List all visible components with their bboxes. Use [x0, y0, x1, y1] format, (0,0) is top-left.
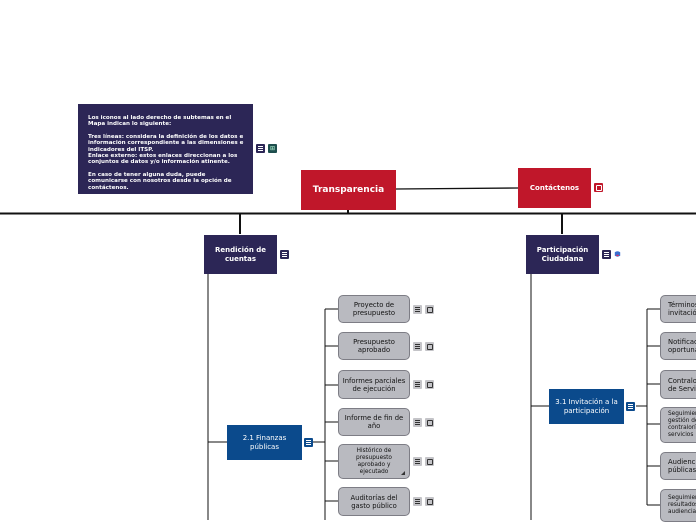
notes-icon[interactable]	[413, 497, 422, 506]
external-link-icon[interactable]	[425, 380, 434, 389]
leaf-seguimiento-contraloria[interactable]: Seguimiento de gestión de contraloría de…	[660, 407, 696, 443]
data-table-icon[interactable]: ⊞	[268, 144, 277, 153]
external-link-icon[interactable]	[425, 457, 434, 466]
leaf-notificacion-oportuna[interactable]: Notificación oportuna	[660, 332, 696, 360]
external-link-icon[interactable]	[594, 183, 603, 192]
leaf-informes-parciales[interactable]: Informes parciales de ejecución	[338, 370, 410, 399]
external-link-icon[interactable]	[425, 497, 434, 506]
expand-corner-icon[interactable]	[401, 471, 405, 475]
notes-icon[interactable]	[413, 380, 422, 389]
central-topic[interactable]: Transparencia	[301, 170, 396, 210]
leaf-contraloria-servicios[interactable]: Contraloría de Servicios	[660, 370, 696, 399]
leaf-seguimiento-audiencias[interactable]: Seguimiento de resultados de audiencias	[660, 489, 696, 522]
notes-icon[interactable]	[280, 250, 289, 259]
subtopic-finanzas-publicas[interactable]: 2.1 Finanzas públicas	[227, 425, 302, 460]
leaf-proyecto-presupuesto[interactable]: Proyecto de presupuesto	[338, 295, 410, 323]
leaf-audiencias-publicas[interactable]: Audiencias públicas	[660, 452, 696, 480]
leaf-presupuesto-aprobado[interactable]: Presupuesto aprobado	[338, 332, 410, 360]
legend-note: Los iconos al lado derecho de subtemas e…	[78, 104, 253, 194]
notes-icon[interactable]	[602, 250, 611, 259]
leaf-historico-presupuesto[interactable]: Histórico de presupuesto aprobado y ejec…	[338, 444, 410, 479]
notes-icon[interactable]	[413, 418, 422, 427]
feedback-icon[interactable]	[613, 249, 622, 258]
notes-icon[interactable]	[304, 438, 313, 447]
notes-icon[interactable]	[413, 342, 422, 351]
subtopic-invitacion-participacion[interactable]: 3.1 Invitación a la participación	[549, 389, 624, 424]
external-link-icon[interactable]	[425, 418, 434, 427]
topic-participacion-ciudadana[interactable]: Participación Ciudadana	[526, 235, 599, 274]
note-paragraph-3: En caso de tener alguna duda, puede comu…	[88, 171, 232, 191]
note-paragraph-1: Los iconos al lado derecho de subtemas e…	[88, 115, 232, 128]
notes-icon[interactable]	[413, 457, 422, 466]
external-link-icon[interactable]	[425, 305, 434, 314]
notes-icon[interactable]	[413, 305, 422, 314]
notes-icon[interactable]	[256, 144, 265, 153]
external-link-icon[interactable]	[425, 342, 434, 351]
leaf-terminos-invitacion[interactable]: Términos de invitación	[660, 295, 696, 323]
note-paragraph-2: Tres líneas: considera la definición de …	[88, 133, 244, 166]
notes-icon[interactable]	[626, 402, 635, 411]
leaf-informe-fin-de-ano[interactable]: Informe de fin de año	[338, 408, 410, 436]
topic-rendicion-de-cuentas[interactable]: Rendición de cuentas	[204, 235, 277, 274]
contact-topic[interactable]: Contáctenos	[518, 168, 591, 208]
leaf-auditorias-gasto[interactable]: Auditorías del gasto público	[338, 487, 410, 516]
